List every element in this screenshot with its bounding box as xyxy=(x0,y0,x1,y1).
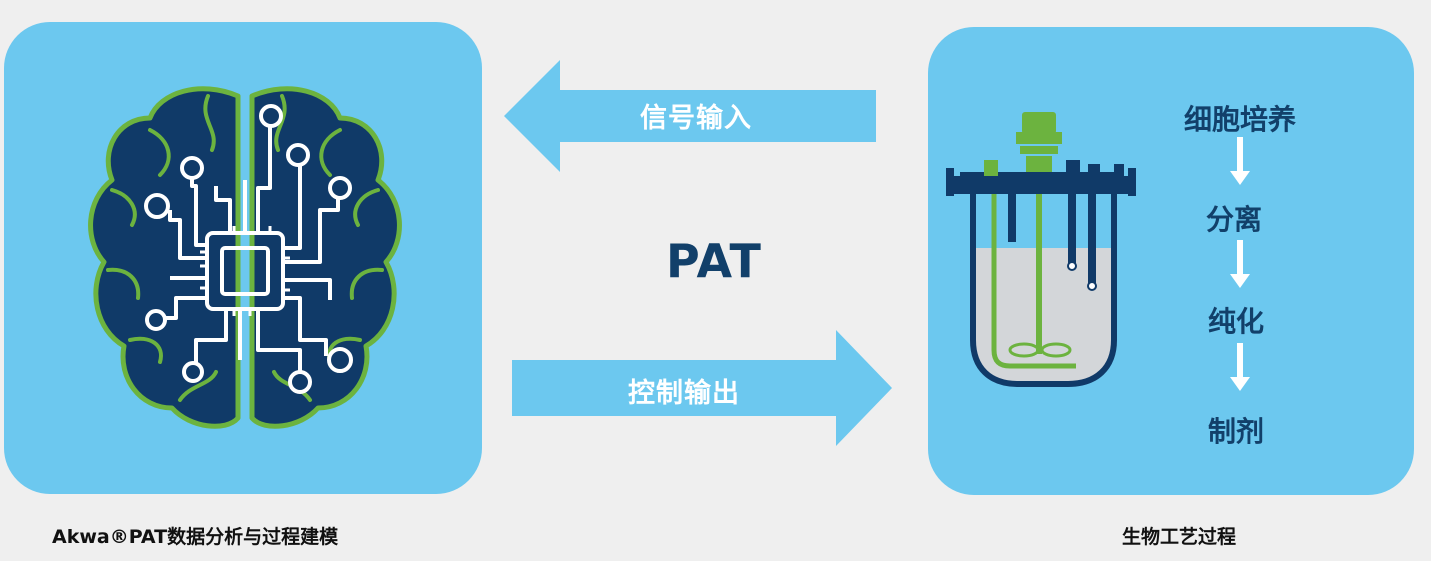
process-step-separation: 分离 xyxy=(1205,203,1263,236)
left-panel xyxy=(4,22,482,494)
process-step-cell-culture: 细胞培养 xyxy=(1183,103,1297,136)
right-caption: 生物工艺过程 xyxy=(1122,526,1237,548)
brain-circuit-nodes xyxy=(144,104,353,394)
process-step-formulation: 制剂 xyxy=(1207,415,1265,448)
brain-right-hemisphere xyxy=(249,86,402,429)
control-output-label: 控制输出 xyxy=(628,378,740,409)
step-arrow-1 xyxy=(1230,137,1250,185)
step-arrow-2 xyxy=(1230,240,1250,288)
process-step-purification: 纯化 xyxy=(1207,305,1265,338)
brain-circuits xyxy=(160,126,340,372)
signal-input-label: 信号输入 xyxy=(640,103,752,134)
chip-pins xyxy=(200,226,290,316)
vessel-outline xyxy=(970,194,1117,387)
pat-label: PAT xyxy=(666,234,762,288)
left-caption: Akwa®PAT数据分析与过程建模 xyxy=(52,526,339,548)
brain-folds xyxy=(106,94,384,402)
vessel-liquid xyxy=(973,248,1114,384)
step-arrow-3 xyxy=(1230,343,1250,391)
